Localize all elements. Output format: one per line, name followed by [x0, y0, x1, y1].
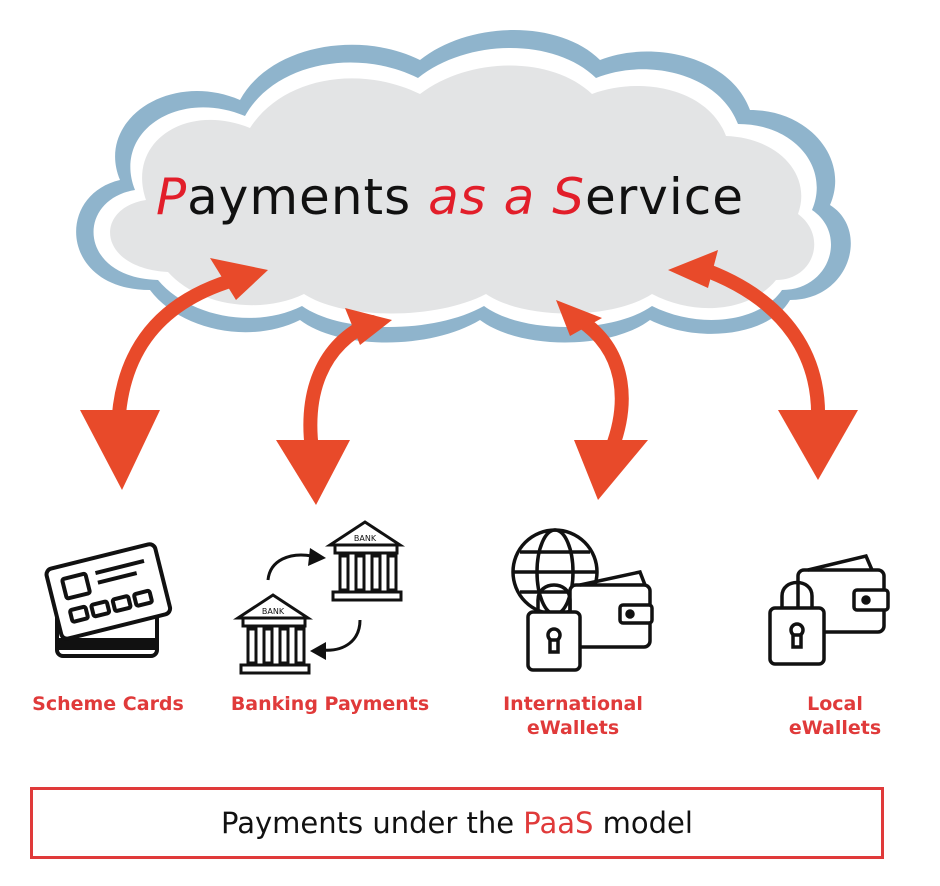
bank-building-top [324, 520, 406, 602]
arrowheads [80, 250, 858, 505]
label-local-ewallets: Local eWallets [760, 692, 910, 740]
footer-caption: Payments under the PaaS model [221, 806, 693, 840]
label-local-line2: eWallets [788, 717, 882, 739]
arrow-scheme-cards [111, 271, 247, 437]
arrowhead-down-2 [276, 440, 350, 505]
label-local-line1: Local [807, 693, 863, 715]
label-international-ewallets: International eWallets [480, 692, 666, 740]
label-international-line1: International [503, 693, 643, 715]
lock-shackle [780, 580, 814, 610]
label-international-line2: eWallets [526, 717, 620, 739]
wallet-lock-icon [768, 553, 890, 666]
bank-transfer-icon: BANK BANK [232, 520, 406, 675]
arrowhead-up-3 [556, 300, 602, 336]
lock-shackle [536, 583, 572, 615]
arrowhead-up-2 [345, 308, 392, 345]
transfer-arrowhead-bottom [310, 642, 326, 660]
transfer-arrowhead-top [308, 548, 326, 566]
globe-wallet-lock-icon [511, 528, 654, 672]
transfer-arrow-bottom [321, 619, 362, 652]
arrowhead-down-1 [80, 410, 160, 490]
cloud-fill [110, 65, 815, 314]
arrow-local-ewallets [693, 261, 826, 427]
bank-label-bottom: BANK [262, 607, 285, 616]
arrow-international-ewallets [573, 313, 629, 455]
footer-accent: PaaS [523, 806, 594, 840]
cloud [76, 30, 851, 343]
card-back-stripe [55, 638, 159, 650]
bank-building-bottom [232, 593, 314, 675]
card-chip [60, 571, 92, 601]
credit-card-icon [44, 542, 173, 658]
label-scheme-cards: Scheme Cards [32, 693, 184, 715]
cloud-title: Payments as a Service [155, 168, 745, 226]
footer-box: Payments under the PaaS model [30, 787, 884, 859]
arrowhead-down-3 [574, 440, 648, 500]
label-banking-payments: Banking Payments [230, 693, 430, 715]
bank-label-top: BANK [354, 534, 377, 543]
arrowhead-up-4 [668, 250, 718, 288]
arrowhead-down-4 [778, 410, 858, 480]
arrowhead-up-1 [210, 258, 268, 300]
transfer-arrow-top [266, 553, 313, 581]
